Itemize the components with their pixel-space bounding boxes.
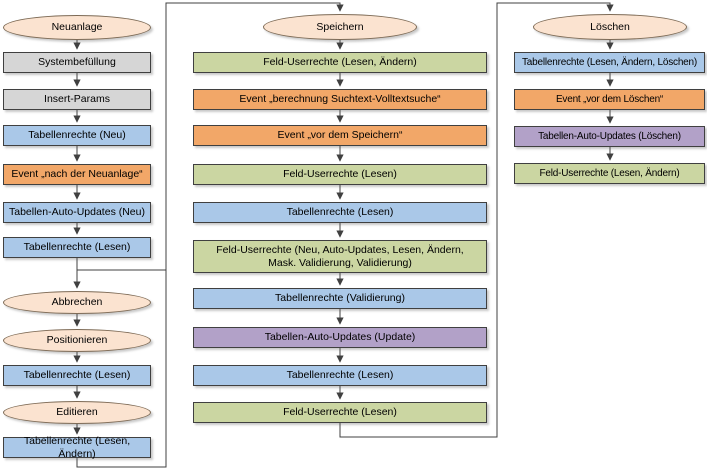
node-tabellen-auto-updates-update: Tabellen-Auto-Updates (Update) — [193, 327, 487, 348]
node-loeschen: Löschen — [533, 14, 687, 40]
node-speichern: Speichern — [263, 14, 417, 40]
node-feld-userrechte-lesen-1: Feld-Userrechte (Lesen) — [193, 164, 487, 185]
node-event-nach-der-neuanlage: Event „nach der Neuanlage“ — [3, 164, 151, 185]
node-feld-userrechte-lesen-aendern-2: Feld-Userrechte (Lesen, Ändern) — [514, 163, 705, 184]
node-neuanlage: Neuanlage — [3, 15, 151, 40]
node-tabellenrechte-neu: Tabellenrechte (Neu) — [3, 125, 151, 146]
node-tabellenrechte-lesen-1: Tabellenrechte (Lesen) — [3, 237, 151, 258]
node-systembefuellung: Systembefüllung — [3, 52, 151, 73]
node-abbrechen: Abbrechen — [3, 291, 151, 314]
node-tabellenrechte-lesen-2: Tabellenrechte (Lesen) — [3, 365, 151, 386]
node-positionieren: Positionieren — [3, 329, 151, 352]
node-tabellenrechte-lesen-4: Tabellenrechte (Lesen) — [193, 365, 487, 386]
node-event-berechnung-suchtext: Event „berechnung Suchtext-Volltextsuche… — [193, 89, 487, 110]
node-editieren: Editieren — [3, 401, 151, 424]
node-tabellen-auto-updates-loeschen: Tabellen-Auto-Updates (Löschen) — [514, 126, 705, 147]
node-feld-userrechte-lesen-2: Feld-Userrechte (Lesen) — [193, 402, 487, 423]
node-insert-params: Insert-Params — [3, 89, 151, 110]
node-tabellen-auto-updates-neu: Tabellen-Auto-Updates (Neu) — [3, 202, 151, 223]
node-tabellenrechte-validierung: Tabellenrechte (Validierung) — [193, 288, 487, 309]
node-feld-userrechte-lesen-aendern: Feld-Userrechte (Lesen, Ändern) — [193, 52, 487, 73]
node-event-vor-dem-speichern: Event „vor dem Speichern“ — [193, 125, 487, 146]
node-tabellenrechte-lesen-aendern-loeschen: Tabellenrechte (Lesen, Ändern, Löschen) — [514, 52, 705, 73]
node-tabellenrechte-lesen-3: Tabellenrechte (Lesen) — [193, 202, 487, 223]
node-tabellenrechte-lesen-aendern: Tabellenrechte (Lesen, Ändern) — [3, 435, 151, 460]
node-feld-userrechte-multi: Feld-Userrechte (Neu, Auto-Updates, Lese… — [193, 240, 487, 273]
node-event-vor-dem-loeschen: Event „vor dem Löschen“ — [514, 89, 705, 110]
